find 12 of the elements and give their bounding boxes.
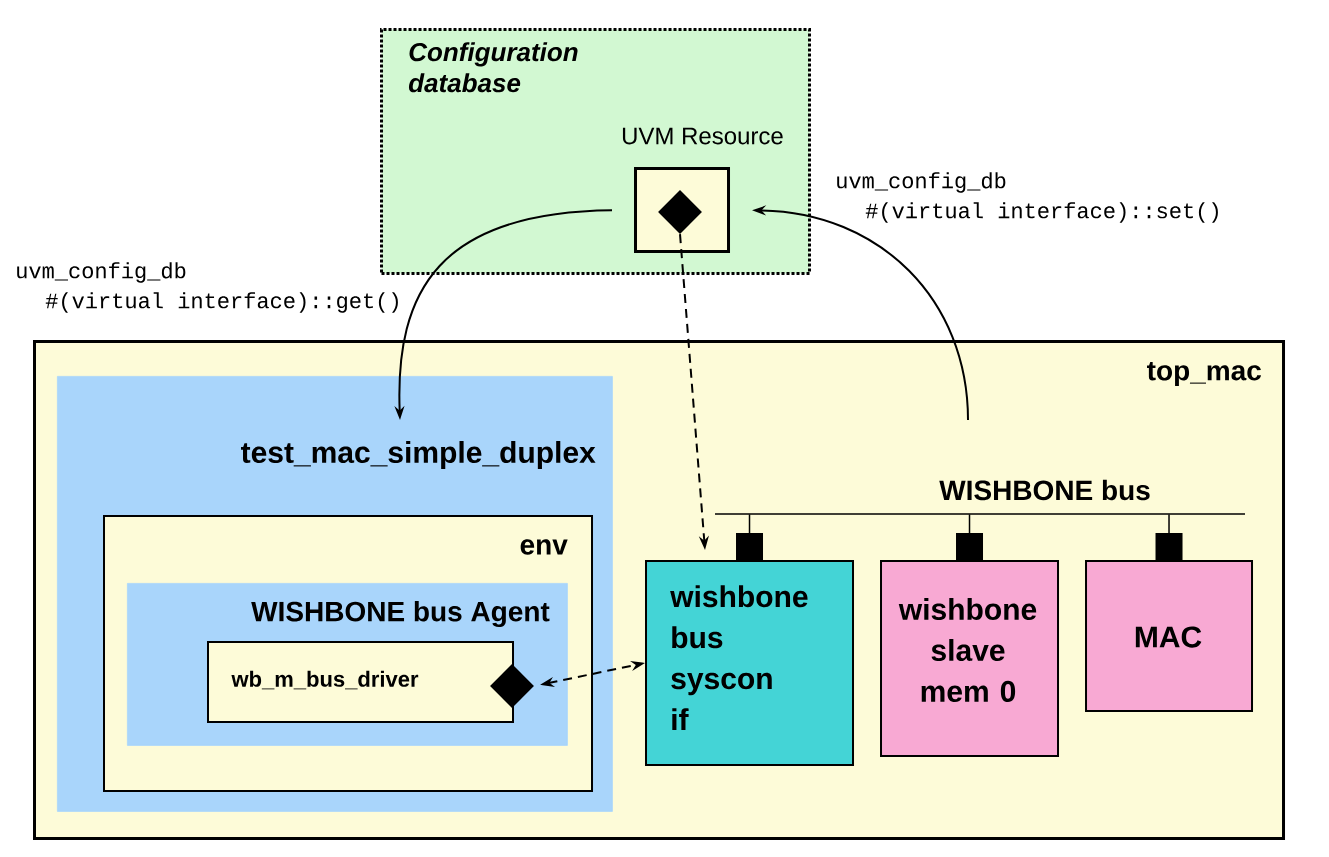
connector-stub xyxy=(956,513,983,560)
connector-stub xyxy=(736,513,763,560)
driver-box: wb_m_bus_driver xyxy=(207,641,514,723)
diamond-marker xyxy=(490,664,534,708)
diamond-marker xyxy=(658,190,702,234)
node-label: UVM Resource xyxy=(622,127,783,145)
interface-box: wishbone bus syscon if xyxy=(645,560,854,766)
memory-box: wishbone slave mem 0 xyxy=(880,560,1059,757)
edge-label: uvm_config_db #(virtual interface)::set() xyxy=(837,172,1218,223)
connector-stub xyxy=(1155,513,1183,560)
bus-line: WISHBONE bus xyxy=(714,479,1246,515)
mac-box: MAC xyxy=(1085,560,1253,712)
